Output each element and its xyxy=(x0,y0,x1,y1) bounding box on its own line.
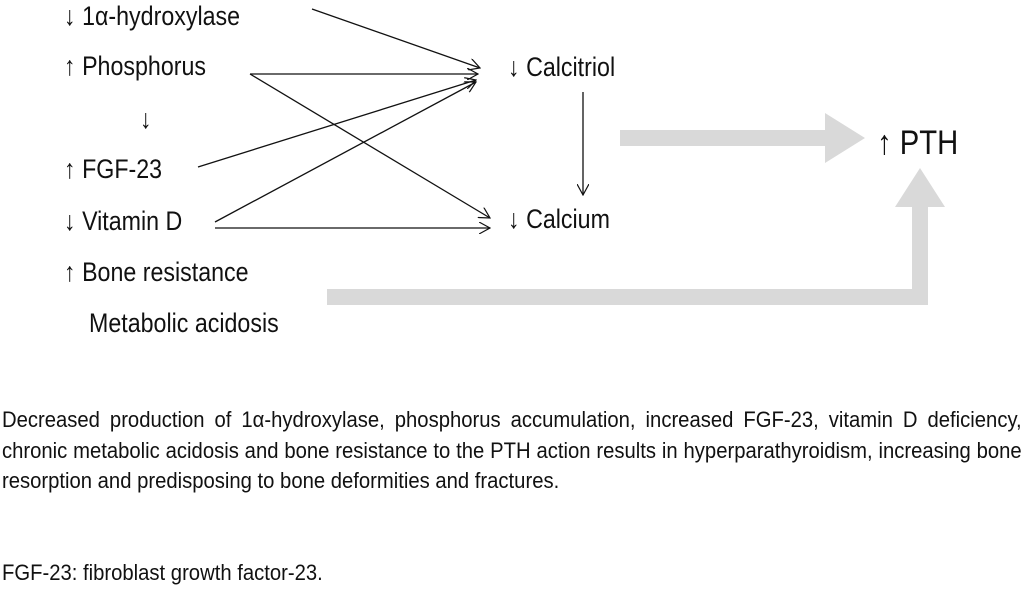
thick-arrow-acidosis-pth xyxy=(327,168,945,305)
figure-caption: Decreased production of 1α-hydroxylase, … xyxy=(2,407,1022,493)
factor-phosphorus: ↑ Phosphorus xyxy=(64,51,207,81)
factor-bone-resistance: ↑ Bone resistance xyxy=(64,257,249,287)
arrow-fgf23-calcitriol xyxy=(197,80,476,168)
calcitriol: ↓ Calcitriol xyxy=(508,52,616,82)
factor-fgf23: ↑ FGF-23 xyxy=(64,154,163,184)
factor-metabolic-acidosis: Metabolic acidosis xyxy=(89,308,279,338)
phosphorus-to-fgf23-arrow: ↓ xyxy=(140,104,152,134)
factor-hydroxylase: ↓ 1α-hydroxylase xyxy=(64,1,241,31)
calcium: ↓ Calcium xyxy=(508,204,610,234)
thick-arrow-calcitriol-pth xyxy=(620,113,865,163)
arrow-hydroxylase-calcitriol xyxy=(311,8,480,68)
pth: ↑ PTH xyxy=(877,124,959,162)
arrow-vitamind-calcitriol xyxy=(214,82,476,223)
factor-vitamin-d: ↓ Vitamin D xyxy=(64,206,183,236)
arrow-phosphorus-calcium xyxy=(249,73,490,218)
footnote: FGF-23: fibroblast growth factor-23. xyxy=(2,560,323,585)
